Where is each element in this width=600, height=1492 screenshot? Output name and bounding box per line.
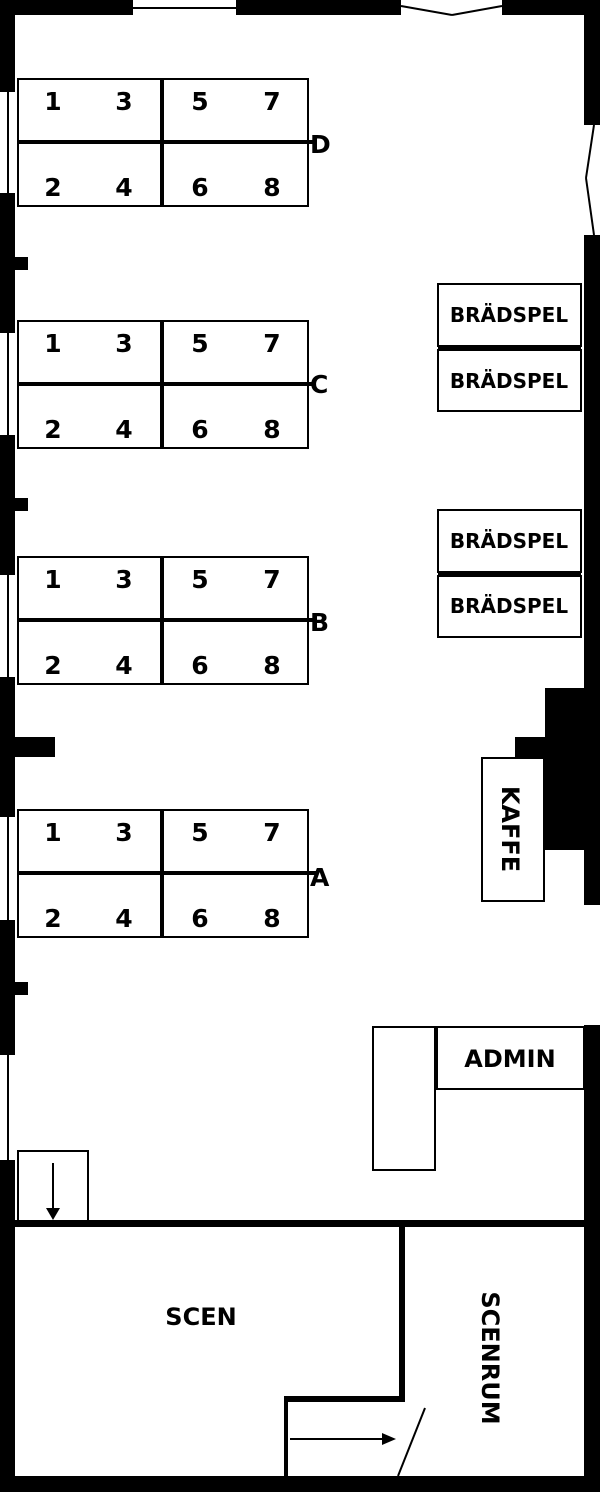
seat-c-8: 8 [263,415,280,444]
stage-walls [15,1220,584,1476]
seat-a-2: 2 [44,904,61,933]
boardgame-divider [438,572,581,576]
arrow-down-icon [46,1208,60,1220]
seat-b-1: 1 [44,565,61,594]
seat-c-7: 7 [263,329,280,358]
seat-b-4: 4 [115,651,132,680]
boardgame-divider [438,346,581,350]
stage-room-door [397,1407,426,1477]
seat-d-5: 5 [191,87,208,116]
seat-d-6: 6 [191,173,208,202]
seat-a-7: 7 [263,818,280,847]
seat-c-4: 4 [115,415,132,444]
seat-d-8: 8 [263,173,280,202]
row-label-b: B [310,608,329,637]
row-label-c: C [310,370,328,399]
row-label-a: A [310,863,330,892]
boardgame-label: BRÄDSPEL [450,369,568,393]
boardgame-table-3[interactable]: BRÄDSPEL [437,509,582,573]
seat-d-1: 1 [44,87,61,116]
boardgame-label: BRÄDSPEL [450,594,568,618]
boardgame-table-2[interactable]: BRÄDSPEL [437,349,582,412]
seat-b-8: 8 [263,651,280,680]
window-lines [7,7,236,1160]
admin-desk[interactable]: ADMIN [372,1026,585,1171]
stage-label: SCEN [165,1303,236,1331]
seat-a-3: 3 [115,818,132,847]
stairs [17,1150,89,1224]
right-door [585,124,595,236]
stage-room-label: SCENRUM [476,1291,504,1424]
boardgame-table-4[interactable]: BRÄDSPEL [437,575,582,638]
table-row-c[interactable]: 1 3 5 7 2 4 6 8 C [17,320,328,449]
seat-b-5: 5 [191,565,208,594]
boardgame-label: BRÄDSPEL [450,303,568,327]
admin-label: ADMIN [464,1045,555,1073]
seat-b-6: 6 [191,651,208,680]
seat-b-2: 2 [44,651,61,680]
seat-c-3: 3 [115,329,132,358]
seat-a-8: 8 [263,904,280,933]
coffee-area[interactable]: KAFFE [481,757,545,902]
table-row-b[interactable]: 1 3 5 7 2 4 6 8 B [17,556,329,685]
seat-d-4: 4 [115,173,132,202]
coffee-label: KAFFE [496,786,524,872]
boardgame-label: BRÄDSPEL [450,529,568,553]
table-row-a[interactable]: 1 3 5 7 2 4 6 8 A [17,809,330,938]
seat-c-2: 2 [44,415,61,444]
seat-c-6: 6 [191,415,208,444]
row-label-d: D [310,130,331,159]
seat-b-3: 3 [115,565,132,594]
boardgame-table-1[interactable]: BRÄDSPEL [437,283,582,347]
stage-room[interactable]: SCENRUM [476,1291,504,1424]
seat-d-2: 2 [44,173,61,202]
seat-c-1: 1 [44,329,61,358]
arrow-right-icon [382,1433,396,1445]
seat-d-3: 3 [115,87,132,116]
stage-entry-arrow [290,1433,396,1445]
seat-b-7: 7 [263,565,280,594]
seat-d-7: 7 [263,87,280,116]
stage-area[interactable]: SCEN [165,1303,236,1331]
table-row-d[interactable]: 1 3 5 7 2 4 6 8 D [17,78,331,207]
seat-a-1: 1 [44,818,61,847]
seat-c-5: 5 [191,329,208,358]
seat-a-4: 4 [115,904,132,933]
seat-a-5: 5 [191,818,208,847]
seat-a-6: 6 [191,904,208,933]
top-door [400,5,503,16]
